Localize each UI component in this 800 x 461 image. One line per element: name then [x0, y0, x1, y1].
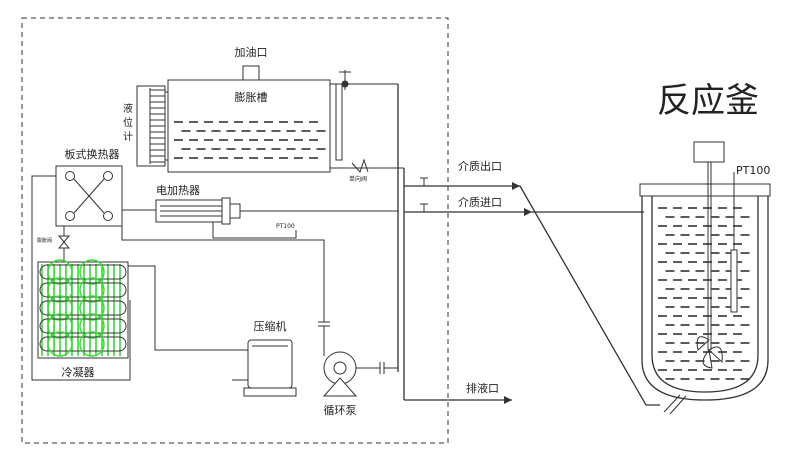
condenser-tube	[39, 282, 127, 298]
compressor	[232, 339, 297, 397]
condenser-coil	[37, 259, 129, 359]
condenser-label: 冷凝器	[62, 365, 95, 379]
condenser-fan-ring	[79, 295, 105, 321]
level-gauge-label-3: 计	[123, 130, 133, 143]
reactor-title: 反应釜	[657, 81, 759, 121]
check-valve	[330, 158, 398, 173]
condenser-tube	[39, 318, 127, 334]
condenser-tube	[39, 300, 127, 316]
compressor-label: 压缩机	[254, 319, 287, 333]
expansion-tank	[167, 65, 331, 173]
drain-outlet-label: 排液口	[466, 381, 499, 395]
equipment-boundary	[21, 17, 449, 444]
medium-inlet-label: 介质进口	[458, 196, 502, 209]
condenser-fan-ring	[47, 295, 73, 321]
oil-filler-label: 加油口	[235, 45, 268, 59]
circulation-pump	[322, 351, 398, 397]
expansion-valve-label: 膨胀阀	[37, 237, 52, 244]
condenser-fan-ring	[47, 313, 73, 339]
pt100-small-label: PT100	[276, 223, 295, 230]
circulation-pump-label: 循环泵	[324, 404, 357, 417]
level-gauge	[136, 85, 168, 167]
top-valve	[330, 70, 398, 90]
reactor	[639, 141, 771, 415]
condenser-fan-ring	[79, 259, 105, 285]
condenser-fan-ring	[47, 259, 73, 285]
plate-heat-exchanger	[55, 165, 123, 227]
expansion-valve	[57, 235, 71, 249]
pt100-reactor-label: PT100	[736, 164, 770, 177]
agitator-motor	[693, 141, 725, 163]
condenser-fan-ring	[47, 331, 73, 357]
medium-outlet-label: 介质出口	[458, 159, 502, 173]
condenser-fan-ring	[47, 277, 73, 303]
plate-exchanger-label: 板式换热器	[65, 147, 120, 161]
condenser-tube	[39, 264, 127, 280]
electric-heater	[155, 197, 241, 225]
condenser-fan-ring	[79, 313, 105, 339]
condenser-fan-ring	[79, 331, 105, 357]
condenser-tube	[39, 336, 127, 352]
level-gauge-label-1: 液	[123, 102, 133, 115]
level-gauge-label-2: 位	[123, 116, 133, 129]
oil-filler-cap	[242, 65, 260, 81]
condenser-fan-ring	[79, 277, 105, 303]
pt100-probe	[730, 249, 738, 313]
return-line	[519, 185, 660, 406]
electric-heater-label: 电加热器	[156, 184, 200, 197]
expansion-tank-label: 膨胀槽	[235, 90, 268, 104]
check-valve-label: 单向阀	[349, 175, 367, 183]
